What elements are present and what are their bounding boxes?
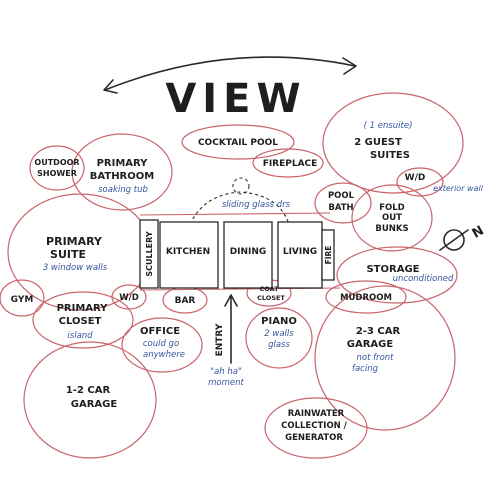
note-aha-2: moment bbox=[208, 378, 244, 388]
note-unconditioned: unconditioned bbox=[393, 274, 454, 284]
label-fold-out-bunks-1: FOLD bbox=[379, 203, 405, 213]
note-piano-1: 2 walls bbox=[264, 329, 294, 339]
label-car-garage-12-2: GARAGE bbox=[71, 399, 118, 410]
note-aha-1: "ah ha" bbox=[210, 367, 242, 377]
label-pool-bath-1: POOL bbox=[328, 191, 355, 201]
label-primary-suite-2: SUITE bbox=[50, 248, 86, 261]
label-scullery: SCULLERY bbox=[145, 231, 154, 277]
label-primary-bathroom-1: PRIMARY bbox=[97, 158, 149, 169]
bubble-mudroom bbox=[325, 280, 407, 314]
bubble-fireplace bbox=[252, 148, 324, 178]
bubble-gym bbox=[0, 279, 45, 317]
bubble-car-garage-23 bbox=[314, 285, 456, 431]
note-could-go-1: could go bbox=[143, 339, 179, 349]
note-sliding-glass: sliding glass drs bbox=[222, 200, 291, 210]
bubble-wd-upper bbox=[396, 167, 444, 197]
label-rainwater-2: COLLECTION / bbox=[281, 421, 348, 431]
label-primary-closet-1: PRIMARY bbox=[57, 303, 109, 314]
label-outdoor-shower-1: OUTDOOR bbox=[34, 158, 79, 167]
label-car-garage-23-1: 2-3 CAR bbox=[356, 326, 401, 337]
note-piano-2: glass bbox=[268, 340, 290, 350]
label-wd-lower: W/D bbox=[119, 293, 139, 303]
label-outdoor-shower-2: SHOWER bbox=[37, 169, 77, 178]
view-arrow bbox=[104, 56, 356, 91]
bubble-outdoor-shower bbox=[29, 145, 85, 191]
label-primary-closet-2: CLOSET bbox=[59, 316, 102, 327]
sliding-glass-arc bbox=[187, 191, 291, 231]
label-dining: DINING bbox=[230, 247, 267, 257]
label-living: LIVING bbox=[283, 247, 317, 257]
box-fire bbox=[321, 229, 335, 281]
note-soaking-tub: soaking tub bbox=[98, 185, 148, 195]
north-circle bbox=[443, 229, 465, 251]
north-letter: N bbox=[470, 223, 487, 241]
rail-upper bbox=[139, 212, 331, 216]
label-fold-out-bunks-2: OUT bbox=[382, 213, 402, 223]
label-piano: PIANO bbox=[261, 316, 297, 327]
note-not-front-1: not front bbox=[356, 353, 394, 363]
label-primary-bathroom-2: BATHROOM bbox=[90, 171, 154, 182]
view-title: VIEW bbox=[165, 76, 306, 122]
bubble-cocktail-pool bbox=[181, 124, 295, 160]
bubble-primary-bathroom bbox=[71, 133, 173, 211]
bubble-car-garage-12 bbox=[23, 341, 157, 459]
entry-arrow-head bbox=[224, 294, 238, 307]
label-cocktail-pool: COCKTAIL POOL bbox=[198, 138, 278, 148]
bubble-primary-closet bbox=[32, 291, 134, 349]
label-fireplace: FIREPLACE bbox=[263, 159, 318, 169]
note-island: island bbox=[67, 331, 93, 341]
label-guest-suites-1: 2 GUEST bbox=[354, 137, 402, 148]
fireplace-dash-circle bbox=[232, 177, 250, 195]
bubble-wd-lower bbox=[111, 284, 147, 310]
north-line bbox=[439, 229, 469, 251]
label-coat-closet-2: CLOSET bbox=[257, 294, 285, 302]
label-entry: ENTRY bbox=[215, 323, 225, 356]
label-coat-closet-1: COAT bbox=[259, 285, 279, 293]
label-wd-upper: W/D bbox=[405, 173, 426, 183]
label-primary-suite-1: PRIMARY bbox=[46, 235, 103, 248]
bubble-office bbox=[121, 317, 203, 373]
box-kitchen bbox=[159, 221, 219, 289]
label-car-garage-23-2: GARAGE bbox=[347, 339, 394, 350]
label-mudroom: MUDROOM bbox=[340, 293, 392, 303]
label-fire: FIRE bbox=[324, 246, 333, 265]
note-window-walls: 3 window walls bbox=[43, 263, 108, 273]
label-pool-bath-2: BATH bbox=[328, 203, 353, 213]
label-gym: GYM bbox=[11, 295, 34, 305]
box-living bbox=[277, 221, 323, 289]
view-arrow-head-left bbox=[103, 79, 118, 94]
box-scullery bbox=[139, 219, 159, 289]
note-exterior-wall: exterior wall bbox=[433, 184, 484, 193]
view-arrow-head-right bbox=[342, 57, 357, 75]
bubble-pool-bath bbox=[314, 182, 372, 224]
label-rainwater-3: GENERATOR bbox=[285, 433, 343, 443]
bubble-storage bbox=[336, 246, 458, 304]
bubble-fold-out-bunks bbox=[351, 184, 433, 252]
label-rainwater-1: RAINWATER bbox=[288, 409, 345, 419]
label-office: OFFICE bbox=[140, 326, 180, 337]
note-could-go-2: anywhere bbox=[143, 350, 185, 360]
label-guest-suites-2: SUITES bbox=[370, 150, 410, 161]
note-ensuite: ( 1 ensuite) bbox=[364, 121, 413, 131]
label-fold-out-bunks-3: BUNKS bbox=[375, 224, 408, 234]
label-storage: STORAGE bbox=[366, 264, 419, 275]
note-not-front-2: facing bbox=[352, 364, 379, 374]
bubble-guest-suites bbox=[322, 92, 464, 194]
label-kitchen: KITCHEN bbox=[166, 247, 210, 257]
box-dining bbox=[223, 221, 273, 289]
label-car-garage-12-1: 1-2 CAR bbox=[66, 385, 111, 396]
label-bar: BAR bbox=[175, 296, 196, 306]
bubble-piano bbox=[245, 307, 313, 369]
bubble-rainwater bbox=[264, 397, 368, 459]
